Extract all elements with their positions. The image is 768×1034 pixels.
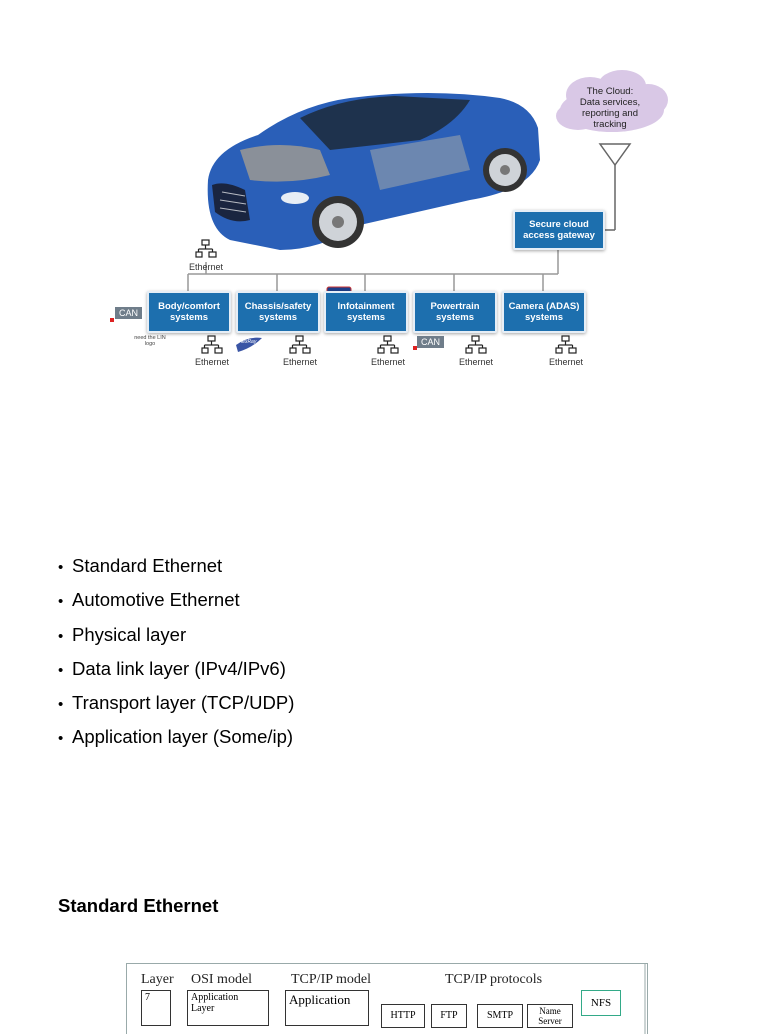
list-item: •Automotive Ethernet <box>58 589 240 611</box>
bullet-list: •Standard Ethernet •Automotive Ethernet … <box>58 550 294 756</box>
ecu-ethernet-label: Ethernet <box>458 357 494 367</box>
secure-cloud-gateway-box: Secure cloud access gateway <box>513 210 605 250</box>
ecu-ethernet-label: Ethernet <box>548 357 584 367</box>
section-heading: Standard Ethernet <box>58 895 219 916</box>
ecu-label: Chassis/safety systems <box>244 301 312 323</box>
ecu-ethernet-label: Ethernet <box>282 357 318 367</box>
tcpip-application-cell: Application <box>285 990 369 1026</box>
car-illustration <box>207 93 540 250</box>
can-tag-mid: CAN <box>417 336 445 348</box>
ecu-label: Powertrain systems <box>430 301 480 323</box>
protocol-cell: SMTP <box>477 1004 523 1028</box>
ethernet-icon <box>465 335 487 354</box>
ecu-infotainment: Infotainment systems <box>324 291 408 333</box>
protocol-cell: FTP <box>431 1004 467 1028</box>
col-header-osi: OSI model <box>191 972 253 987</box>
can-marker-icon <box>110 318 114 322</box>
ecu-powertrain: Powertrain systems <box>413 291 497 333</box>
ethernet-icon <box>289 335 311 354</box>
network-bus-lines <box>187 250 559 293</box>
can-marker-icon <box>413 346 417 350</box>
col-header-tcpip: TCP/IP model <box>291 972 371 987</box>
col-header-layer: Layer <box>141 972 174 987</box>
car-network-diagram <box>110 70 668 354</box>
list-item: •Application layer (Some/ip) <box>58 726 294 748</box>
ecu-label: Camera (ADAS) systems <box>508 301 580 323</box>
flexray-logo-icon <box>236 337 262 352</box>
ecu-label: Infotainment systems <box>337 301 395 323</box>
ecu-label: Body/comfort systems <box>158 301 220 323</box>
ethernet-icon <box>555 335 577 354</box>
ecu-chassis-safety: Chassis/safety systems <box>236 291 320 333</box>
ecu-body-comfort: Body/comfort systems <box>147 291 231 333</box>
osi-application-cell: Application Layer <box>187 990 269 1026</box>
list-item: •Data link layer (IPv4/IPv6) <box>58 657 286 679</box>
gateway-label: Secure cloud access gateway <box>523 219 595 241</box>
table-right-border <box>644 964 646 1034</box>
layer-number-cell: 7 <box>141 990 171 1026</box>
ethernet-icon <box>195 239 217 258</box>
osi-tcpip-table: Layer OSI model TCP/IP model TCP/IP prot… <box>126 963 648 1034</box>
cloud-shape <box>556 70 668 132</box>
protocol-cell: HTTP <box>381 1004 425 1028</box>
ecu-camera-adas: Camera (ADAS) systems <box>502 291 586 333</box>
top-ethernet-label: Ethernet <box>188 262 224 272</box>
ethernet-icon <box>201 335 223 354</box>
list-item: •Physical layer <box>58 623 187 645</box>
can-tag-left: CAN <box>115 307 143 319</box>
col-header-protocols: TCP/IP protocols <box>445 972 543 987</box>
lin-note: need the LIN logo <box>134 335 166 347</box>
ethernet-icon <box>377 335 399 354</box>
cloud-label: The Cloud: Data services, reporting and … <box>579 86 641 130</box>
ecu-ethernet-label: Ethernet <box>370 357 406 367</box>
list-item: •Standard Ethernet <box>58 555 223 576</box>
flexray-label: FlexRay <box>238 339 257 345</box>
protocol-cell: Name Server <box>527 1004 573 1028</box>
list-item: •Transport layer (TCP/UDP) <box>58 692 295 714</box>
protocol-cell-nfs: NFS <box>581 990 621 1016</box>
ecu-ethernet-label: Ethernet <box>194 357 230 367</box>
